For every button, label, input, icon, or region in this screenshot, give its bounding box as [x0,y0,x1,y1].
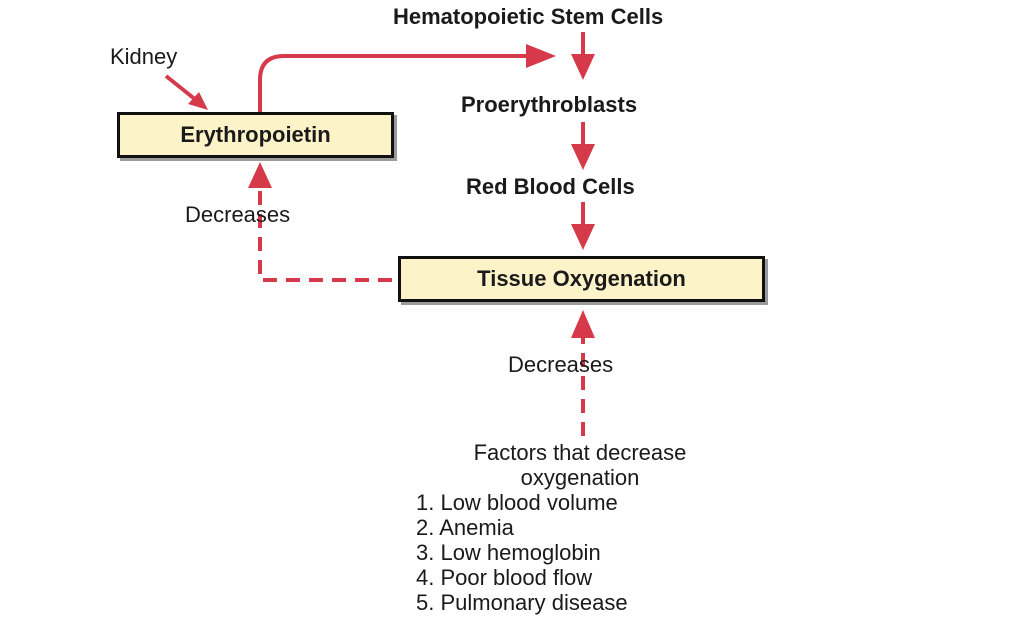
erythropoietin-box: Erythropoietin [117,112,394,158]
factor-item: 1. Low blood volume [416,490,618,515]
proery-to-rbc-arrow [571,122,595,170]
factors-list: 1. Low blood volume 2. Anemia 3. Low hem… [416,490,760,615]
decreases-bottom-label: Decreases [508,352,614,377]
factor-item: 4. Poor blood flow [416,565,593,590]
kidney-to-epo-arrow [164,74,208,110]
factor-item: 2. Anemia [416,515,514,540]
tissue-oxygenation-label: Tissue Oxygenation [477,266,686,291]
factor-item: 5. Pulmonary disease [416,590,628,615]
factors-block: Factors that decrease oxygenation 1. Low… [400,440,760,615]
stem-cells-label: Hematopoietic Stem Cells [393,4,664,29]
rbc-to-tissue-arrow [571,202,595,250]
tissue-to-epo-dashed-arrow [248,162,392,282]
tissue-oxygenation-box: Tissue Oxygenation [398,256,765,302]
factors-to-tissue-dashed-arrow [571,310,595,436]
decreases-left-label: Decreases [185,202,291,227]
red-blood-cells-label: Red Blood Cells [466,174,635,199]
proerythroblasts-label: Proerythroblasts [461,92,638,117]
stem-to-proery-arrow [571,32,595,80]
factor-item: 3. Low hemoglobin [416,540,601,565]
epo-to-stem-cells-arrow [258,44,556,112]
kidney-label: Kidney [110,44,178,69]
factors-heading-line2: oxygenation [520,465,640,490]
erythropoietin-label: Erythropoietin [180,122,331,147]
factors-heading-line1: Factors that decrease [473,440,687,465]
